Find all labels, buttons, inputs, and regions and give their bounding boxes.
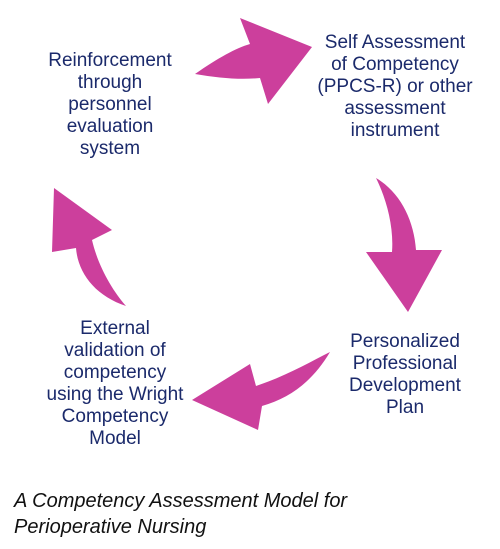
- node-line: Model: [89, 428, 141, 449]
- node-line: Self Assessment: [324, 32, 466, 53]
- node-self-assessment: Self Assessment of Competency (PPCS-R) o…: [295, 32, 495, 142]
- caption-line: Perioperative Nursing: [14, 516, 207, 538]
- node-line: Professional: [352, 353, 458, 374]
- node-reinforcement: Reinforcement through personnel evaluati…: [10, 50, 210, 160]
- node-line: assessment: [344, 98, 446, 119]
- arrow-bottom: [192, 352, 330, 430]
- arrow-right: [366, 178, 442, 312]
- node-line: validation of: [64, 340, 166, 361]
- node-line: evaluation: [66, 116, 154, 137]
- arrow-left: [52, 188, 126, 306]
- node-line: using the Wright: [46, 384, 184, 405]
- node-line: personnel: [68, 94, 152, 115]
- node-line: (PPCS-R) or other: [317, 76, 473, 97]
- node-line: External: [80, 318, 150, 339]
- node-line: Plan: [385, 397, 425, 418]
- node-line: Reinforcement: [48, 50, 172, 71]
- node-line: of Competency: [331, 54, 459, 75]
- node-line: Competency: [61, 406, 169, 427]
- node-personalized-plan: Personalized Professional Development Pl…: [310, 331, 500, 419]
- caption-line: A Competency Assessment Model for: [14, 490, 348, 512]
- node-line: competency: [63, 362, 167, 383]
- node-line: instrument: [350, 120, 440, 141]
- arrow-top: [195, 18, 312, 104]
- node-external-validation: External validation of competency using …: [15, 318, 215, 450]
- node-line: Development: [349, 375, 461, 396]
- figure-caption: A Competency Assessment Model for Periop…: [14, 488, 494, 540]
- node-line: system: [79, 138, 141, 159]
- node-line: through: [77, 72, 143, 93]
- node-line: Personalized: [350, 331, 460, 352]
